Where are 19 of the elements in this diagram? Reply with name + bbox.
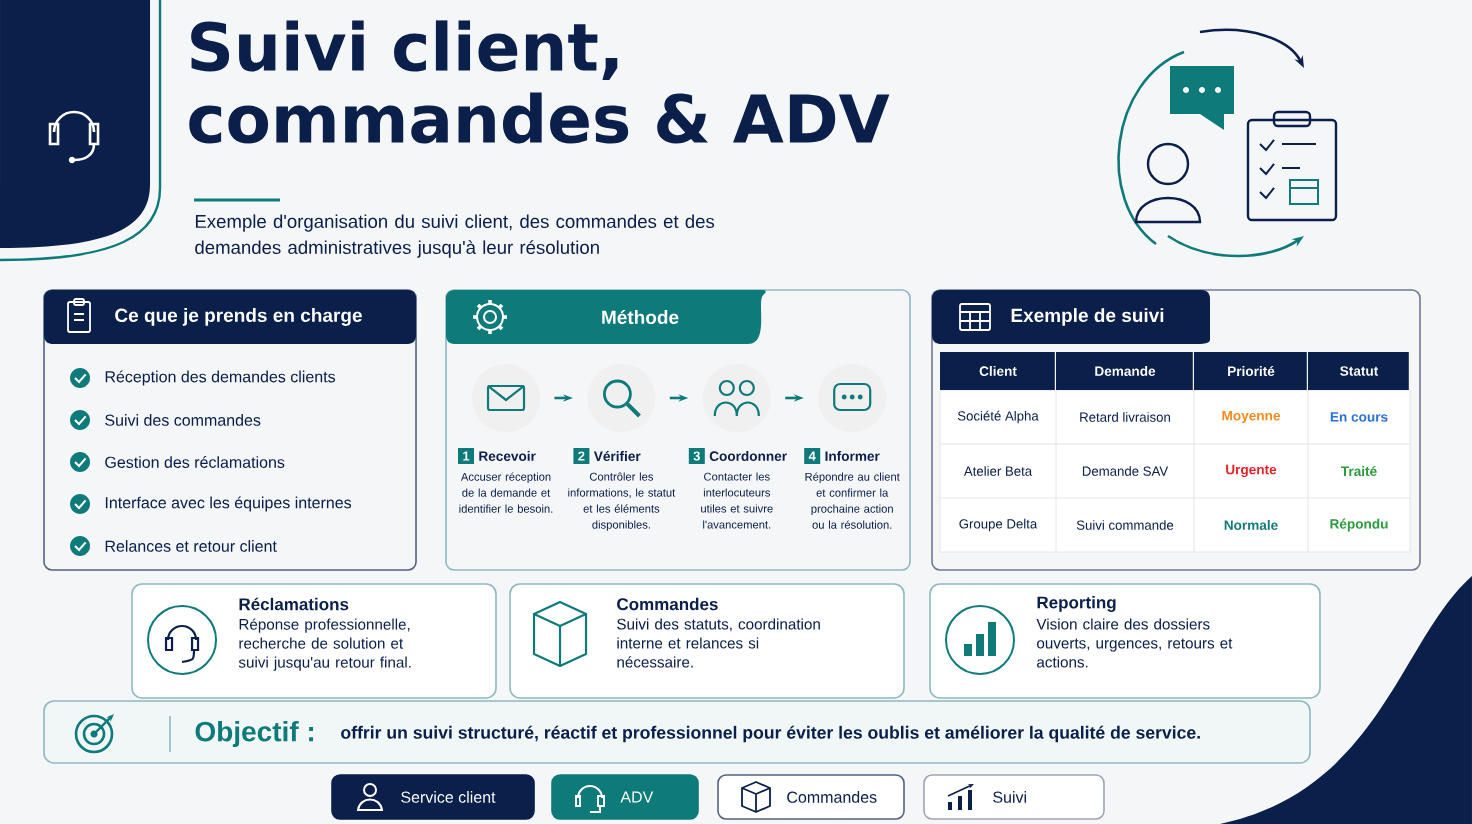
tag-button: Commandes [717,774,905,820]
card-title: Réclamations [239,597,349,611]
list-item: Suivi des commandes [105,414,261,426]
panel-header: Ce que je prends en charge [44,290,416,344]
panel-header: Exemple de suivi [932,290,1210,344]
list-item: Interface avec les équipes internes [105,496,352,512]
list-item: Réception des demandes clients [105,370,336,386]
objective-text: offrir un suivi structuré, réactif et professionnel pour éviter les oublis et améliorer la qualité de service. [341,725,1200,743]
tag-button: ADV [551,774,699,820]
tag-button: Suivi [923,774,1105,820]
title: Suivi client, commandes & ADV [189,20,890,144]
subtitle: Exemple d'organisation du suivi client, des commandes et des demandes administratives jusqu'à leur résolution [195,214,715,258]
card-title: Reporting [1037,596,1116,612]
card-title: Commandes [617,597,718,611]
objective-label: Objectif : [195,720,314,747]
list-item: Relances et retour client [105,540,277,552]
panel-header: Méthode [446,290,766,344]
list-item: Gestion des réclamations [105,456,285,468]
tag-button: Service client [331,774,535,820]
